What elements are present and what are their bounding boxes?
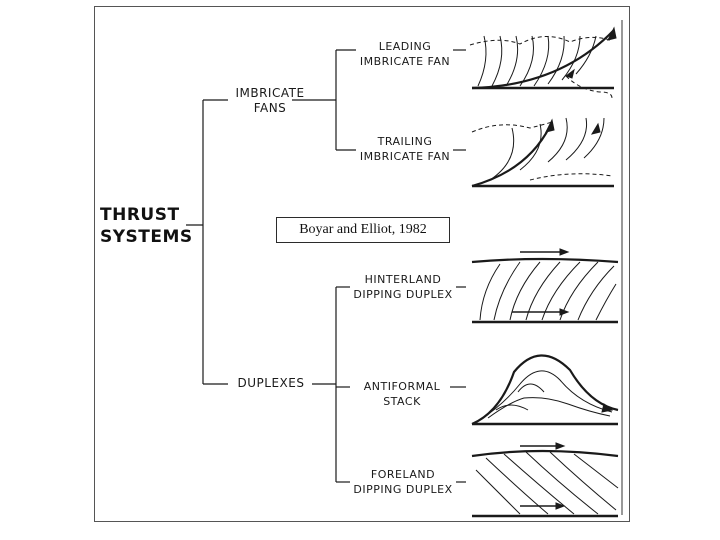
trailing-fan-sketch [471, 117, 614, 188]
trailing-line1: TRAILING [377, 135, 433, 148]
foreland-duplex-sketch [471, 442, 619, 518]
root-line1: THRUST [100, 205, 180, 225]
antiformal-stack-label: ANTIFORMAL STACK [354, 379, 450, 409]
hinterland-line1: HINTERLAND [364, 273, 442, 286]
leading-fan-sketch [469, 26, 617, 99]
hinterland-line2: DIPPING DUPLEX [353, 288, 453, 301]
duplexes-label: DUPLEXES [230, 376, 312, 391]
foreland-line1: FORELAND [370, 468, 436, 481]
antiformal-stack-sketch [471, 354, 619, 426]
imbricate-line1: IMBRICATE [235, 86, 305, 100]
imbricate-line2: FANS [253, 101, 287, 115]
hinterland-duplex-sketch [471, 248, 619, 324]
duplexes-line1: DUPLEXES [237, 376, 305, 390]
foreland-dipping-duplex-label: FORELAND DIPPING DUPLEX [350, 467, 456, 497]
imbricate-fans-label: IMBRICATE FANS [230, 86, 310, 116]
antiformal-line1: ANTIFORMAL [363, 380, 441, 393]
trailing-line2: IMBRICATE FAN [359, 150, 451, 163]
foreland-line2: DIPPING DUPLEX [353, 483, 453, 496]
figure-frame [94, 6, 630, 522]
trailing-imbricate-fan-label: TRAILING IMBRICATE FAN [356, 134, 454, 164]
antiformal-line2: STACK [383, 395, 421, 408]
root-line2: SYSTEMS [100, 227, 193, 247]
citation-caption: Boyar and Elliot, 1982 [276, 217, 450, 243]
leading-imbricate-fan-label: LEADING IMBRICATE FAN [356, 39, 454, 69]
thrust-systems-label: THRUST SYSTEMS [100, 204, 193, 248]
leading-line2: IMBRICATE FAN [359, 55, 451, 68]
leading-line1: LEADING [378, 40, 432, 53]
hinterland-dipping-duplex-label: HINTERLAND DIPPING DUPLEX [350, 272, 456, 302]
